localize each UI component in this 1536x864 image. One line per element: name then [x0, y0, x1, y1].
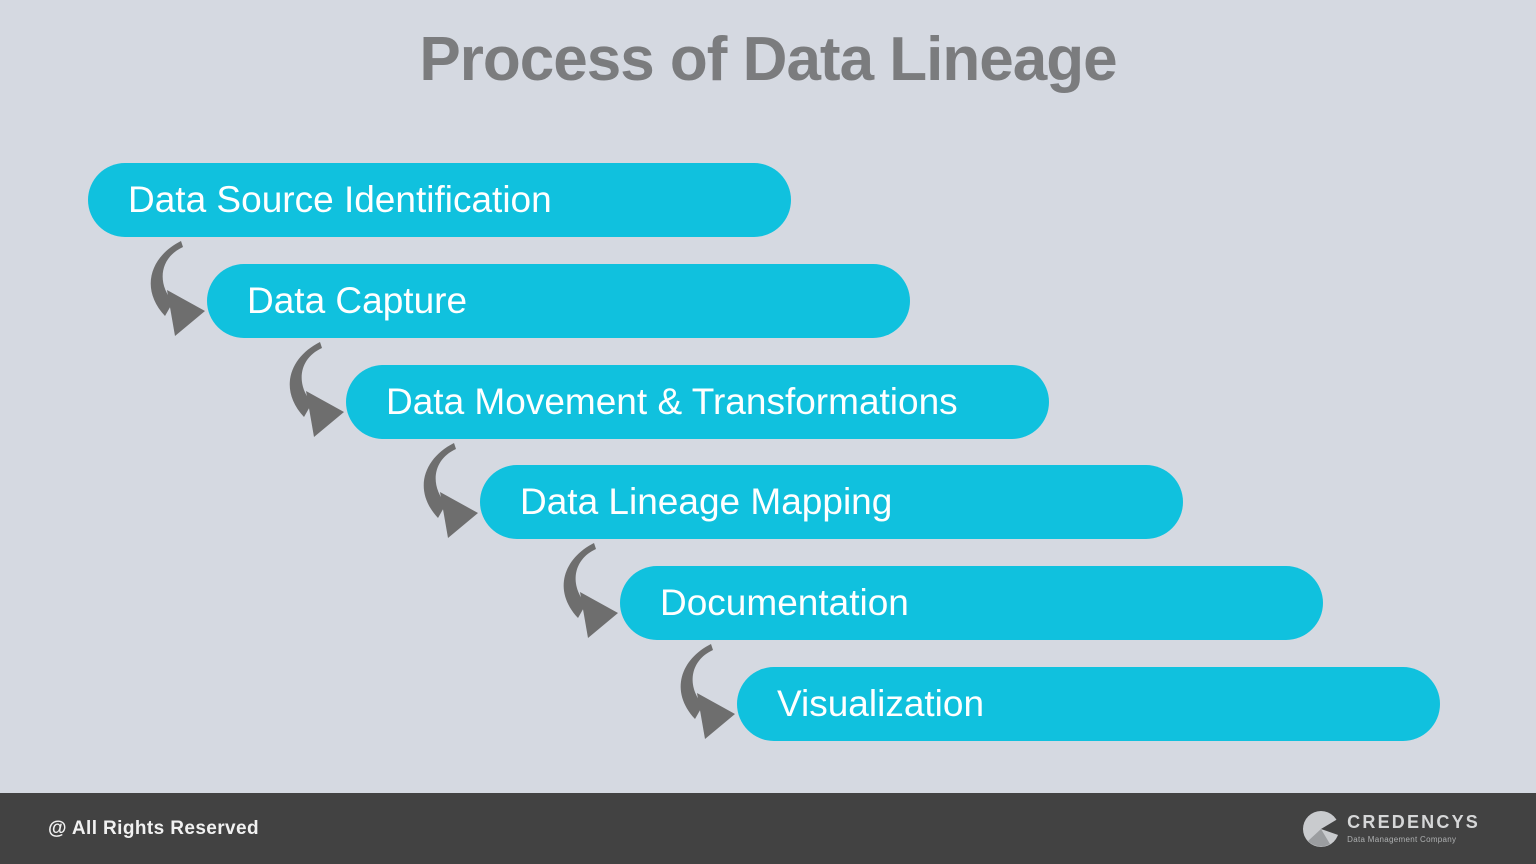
step-label: Data Source Identification [128, 179, 552, 220]
curved-arrow-icon [680, 644, 735, 739]
step-pill-data-movement-transformations: Data Movement & Transformations [346, 365, 1049, 439]
page-title: Process of Data Lineage [419, 25, 1117, 94]
step-label: Documentation [660, 582, 909, 623]
pie-circle-icon [1303, 810, 1341, 847]
logo-name: CREDENCYS [1347, 812, 1480, 833]
curved-arrow-icon [289, 342, 344, 437]
footer-bar: @ All Rights Reserved CREDENCYS Data Man… [0, 793, 1536, 864]
curved-arrow-icon [423, 443, 478, 538]
curved-arrow-icon [563, 543, 618, 638]
step-label: Data Movement & Transformations [386, 381, 958, 422]
step-label: Data Lineage Mapping [520, 481, 893, 522]
logo-text-block: CREDENCYS Data Management Company [1347, 812, 1480, 844]
copyright-text: @ All Rights Reserved [48, 817, 259, 839]
step-pill-visualization: Visualization [737, 667, 1440, 741]
step-label: Data Capture [247, 280, 468, 321]
credencys-logo: CREDENCYS Data Management Company [1302, 810, 1480, 848]
step-pill-data-capture: Data Capture [207, 264, 910, 338]
step-label: Visualization [777, 683, 985, 724]
step-pill-data-source-identification: Data Source Identification [88, 163, 791, 237]
logo-tagline: Data Management Company [1347, 834, 1457, 844]
step-pill-data-lineage-mapping: Data Lineage Mapping [480, 465, 1183, 539]
step-pill-documentation: Documentation [620, 566, 1323, 640]
curved-arrow-icon [150, 241, 205, 336]
